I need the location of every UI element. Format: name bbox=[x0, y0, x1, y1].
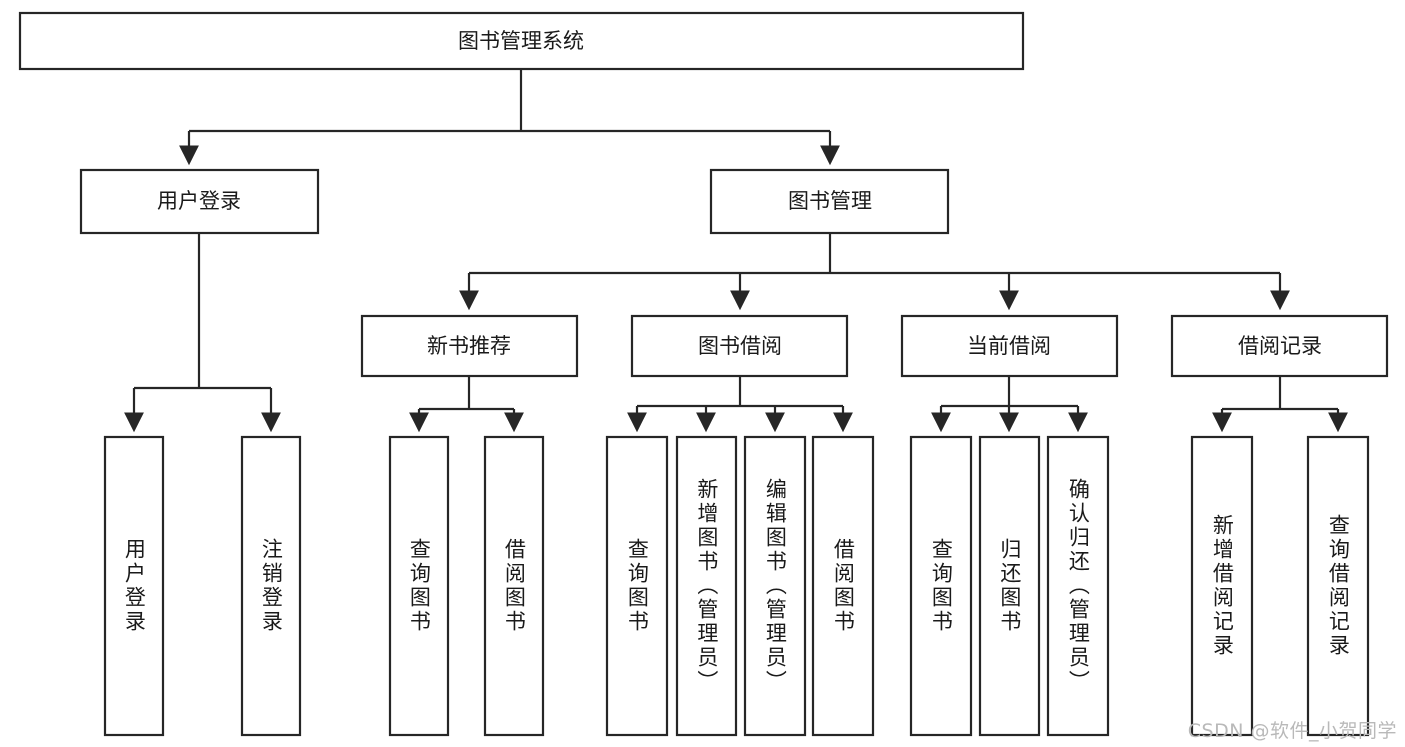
leaf-box-return-book[interactable] bbox=[978, 435, 1041, 737]
connector-newbook-to-leaves bbox=[409, 376, 524, 433]
node-book-management-label: 图书管理 bbox=[788, 189, 872, 213]
csdn-watermark: CSDN @软件_小贺同学 bbox=[1187, 720, 1397, 742]
connector-userlogin-to-leaves bbox=[124, 233, 281, 433]
node-user-login[interactable]: 用户登录 bbox=[79, 168, 320, 235]
connector-bookborrow-to-leaves bbox=[627, 376, 853, 433]
leaf-box-query-book-current[interactable] bbox=[909, 435, 973, 737]
node-new-book-recommend-label: 新书推荐 bbox=[427, 334, 511, 358]
leaf-box-borrow-book[interactable] bbox=[811, 435, 875, 737]
node-root-book-management-system[interactable]: 图书管理系统 bbox=[18, 11, 1025, 71]
node-current-borrow[interactable]: 当前借阅 bbox=[900, 314, 1119, 378]
node-book-borrow[interactable]: 图书借阅 bbox=[630, 314, 849, 378]
leaf-box-query-book-recommend[interactable] bbox=[388, 435, 450, 737]
node-book-management[interactable]: 图书管理 bbox=[709, 168, 950, 235]
leaf-box-add-borrow-record[interactable] bbox=[1190, 435, 1254, 737]
leaf-box-edit-book-admin[interactable] bbox=[743, 435, 807, 737]
node-root-label: 图书管理系统 bbox=[458, 29, 584, 53]
leaf-box-add-book-admin[interactable] bbox=[675, 435, 738, 737]
leaf-box-confirm-return-admin[interactable] bbox=[1046, 435, 1110, 737]
connector-bookmgmt-to-level3 bbox=[459, 233, 1290, 311]
node-current-borrow-label: 当前借阅 bbox=[967, 334, 1051, 358]
node-user-login-label: 用户登录 bbox=[157, 189, 241, 213]
leaf-box-logout-login[interactable] bbox=[240, 435, 302, 737]
leaf-box-user-login[interactable] bbox=[103, 435, 165, 737]
node-new-book-recommend[interactable]: 新书推荐 bbox=[360, 314, 579, 378]
node-borrow-record[interactable]: 借阅记录 bbox=[1170, 314, 1389, 378]
leaf-box-query-borrow-record[interactable] bbox=[1306, 435, 1370, 737]
node-borrow-record-label: 借阅记录 bbox=[1238, 334, 1322, 358]
connector-currentborrow-to-leaves bbox=[931, 376, 1088, 433]
node-book-borrow-label: 图书借阅 bbox=[698, 334, 782, 358]
leaf-box-borrow-book-recommend[interactable] bbox=[483, 435, 545, 737]
connector-borrowrecord-to-leaves bbox=[1212, 376, 1348, 433]
connector-root-to-level2 bbox=[179, 69, 840, 166]
leaf-box-query-book-borrow[interactable] bbox=[605, 435, 669, 737]
